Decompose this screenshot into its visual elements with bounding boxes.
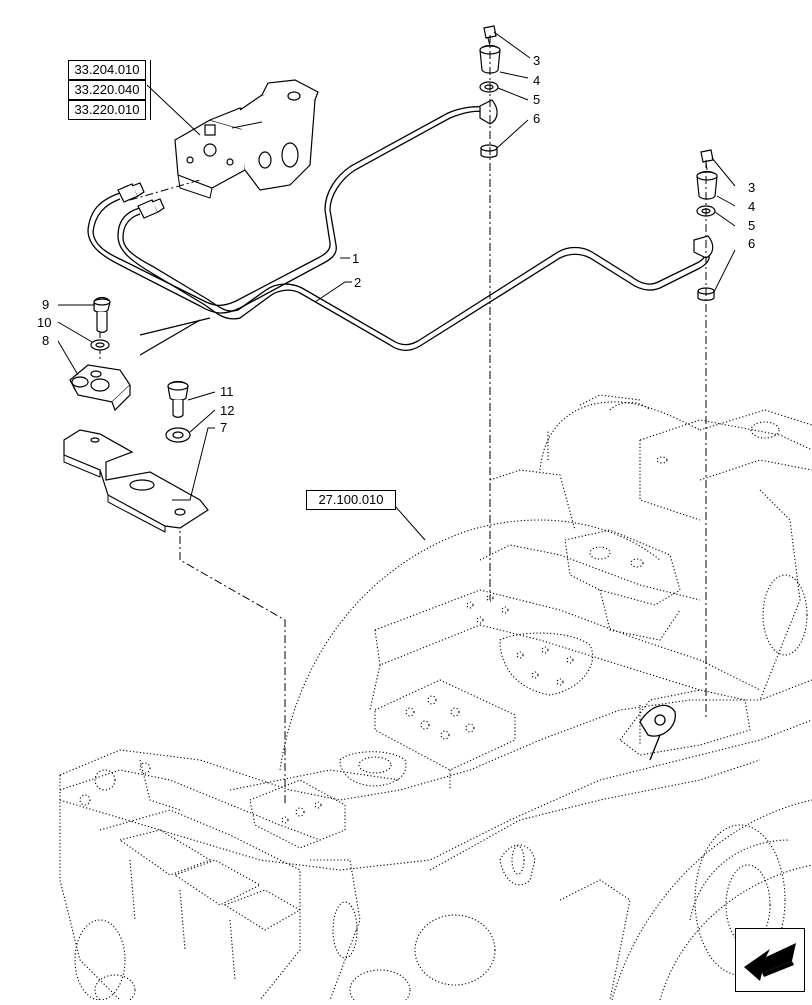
chassis-solid-details <box>639 704 676 761</box>
valve-assembly <box>174 79 319 199</box>
reference-box-33-220-010[interactable]: 33.220.010 <box>68 100 146 120</box>
leader-lines <box>57 31 736 541</box>
callout-6-b: 6 <box>748 236 756 251</box>
callout-10: 10 <box>37 315 52 330</box>
callout-11: 11 <box>220 384 234 399</box>
callout-3-b: 3 <box>748 180 756 195</box>
callout-3-a: 3 <box>533 53 541 68</box>
callout-4-b: 4 <box>748 199 756 214</box>
callout-2: 2 <box>354 275 362 290</box>
assembly-centerlines <box>99 35 707 805</box>
reference-group-bracket <box>147 60 151 120</box>
arrow-down-left-icon <box>744 943 796 981</box>
callout-5-a: 5 <box>533 92 541 107</box>
clamp-and-bracket <box>63 296 211 533</box>
callout-8: 8 <box>42 333 50 348</box>
callout-6-a: 6 <box>533 111 541 126</box>
fitting-hardware-set-b <box>696 149 718 301</box>
reference-box-27-100-010[interactable]: 27.100.010 <box>306 490 396 510</box>
hydraulic-pipes <box>87 99 714 352</box>
reference-box-33-204-010[interactable]: 33.204.010 <box>68 60 146 80</box>
callout-7: 7 <box>220 420 228 435</box>
navigation-arrow-button[interactable] <box>735 928 805 992</box>
callout-4-a: 4 <box>533 73 541 88</box>
tractor-chassis <box>59 394 812 1005</box>
callout-9: 9 <box>42 297 50 312</box>
callout-5-b: 5 <box>748 218 756 233</box>
callout-1: 1 <box>352 251 360 266</box>
reference-box-33-220-040[interactable]: 33.220.040 <box>68 80 146 100</box>
callout-12: 12 <box>220 403 235 418</box>
